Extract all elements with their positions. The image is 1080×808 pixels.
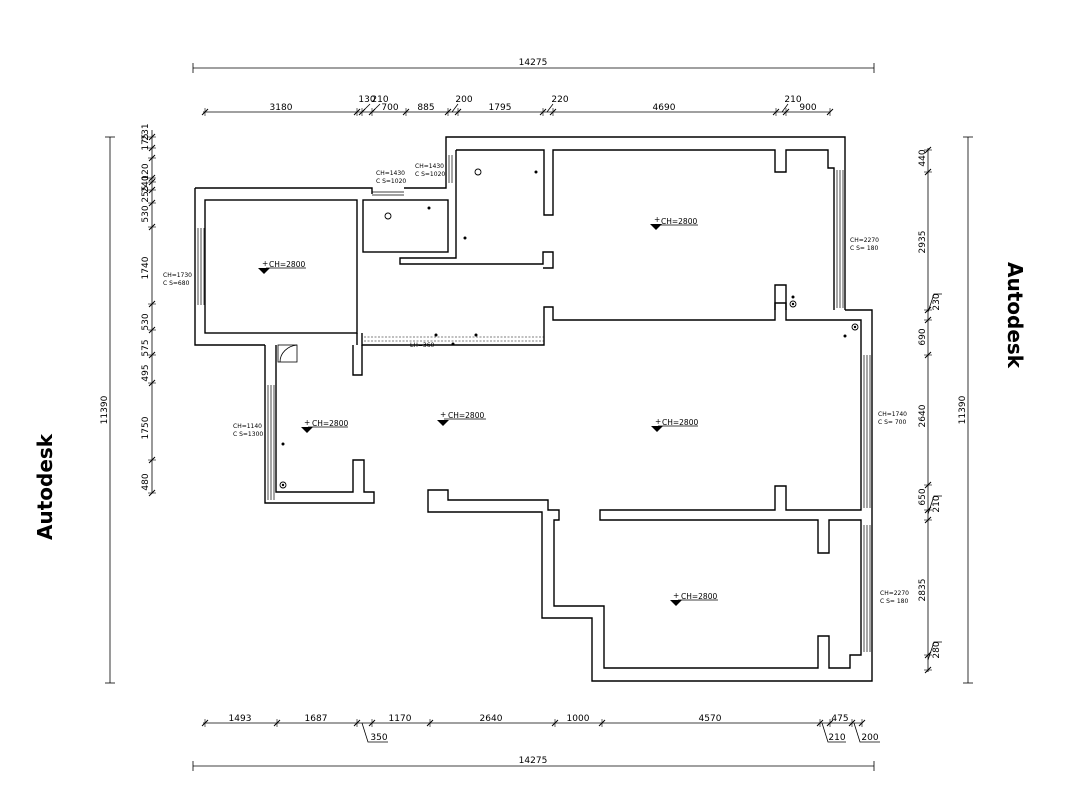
dim-right-230: 230 bbox=[932, 293, 942, 310]
dim-bottom-475: 475 bbox=[831, 714, 848, 724]
svg-text:+: + bbox=[655, 417, 661, 426]
win-label-top-a-ch: CH=1430 bbox=[376, 170, 405, 177]
dim-bottom-1493: 1493 bbox=[229, 714, 252, 724]
dim-left-530: 530 bbox=[141, 205, 151, 222]
dim-overall-left: 11390 bbox=[100, 136, 115, 684]
dim-top-4690: 4690 bbox=[653, 103, 676, 113]
dim-bottom-chain: 1493 1687 350 1170 2640 1000 4570 210 47… bbox=[201, 714, 880, 743]
dim-top-1795: 1795 bbox=[489, 103, 512, 113]
dim-top-3180: 3180 bbox=[270, 103, 293, 113]
windows bbox=[197, 155, 871, 652]
watermark-right: Autodesk bbox=[1003, 262, 1027, 369]
dim-top-130: 130 bbox=[358, 95, 375, 105]
dim-top-chain: 3180 130 210 700 885 200 1795 220 4690 2… bbox=[201, 95, 834, 116]
dim-bottom-1000: 1000 bbox=[567, 714, 590, 724]
win-label-top-b-ch: CH=1430 bbox=[415, 163, 444, 170]
svg-text:CH=2800: CH=2800 bbox=[661, 217, 697, 226]
svg-text:+: + bbox=[440, 410, 446, 419]
dim-right-2640: 2640 bbox=[918, 404, 928, 427]
win-label-right-top-ch: CH=2270 bbox=[850, 237, 879, 244]
dim-right-690: 690 bbox=[918, 328, 928, 345]
win-label-left-bot-cs: C S=1300 bbox=[233, 431, 263, 438]
dim-top-210b: 210 bbox=[784, 95, 801, 105]
svg-text:CH=2800: CH=2800 bbox=[312, 419, 348, 428]
beam: LH=360 bbox=[364, 336, 544, 349]
dim-left-255: 255 bbox=[141, 185, 151, 202]
dim-overall-right: 11390 bbox=[958, 136, 973, 684]
dim-right-2935: 2935 bbox=[918, 231, 928, 254]
win-label-left-bot-ch: CH=1140 bbox=[233, 423, 262, 430]
dim-overall-top: 14275 bbox=[192, 58, 875, 73]
svg-text:CH=2800: CH=2800 bbox=[269, 260, 305, 269]
dim-left-495: 495 bbox=[141, 364, 151, 381]
dim-overall-bottom: 14275 bbox=[192, 756, 875, 771]
room-label-kitchen: + CH=2800 bbox=[650, 215, 698, 230]
dim-bottom-1687: 1687 bbox=[305, 714, 328, 724]
svg-text:CH=2800: CH=2800 bbox=[448, 411, 484, 420]
dim-bottom-350: 350 bbox=[370, 733, 387, 743]
dim-left-175: 175 bbox=[141, 133, 151, 150]
dim-overall-top-text: 14275 bbox=[519, 58, 548, 68]
room-label-living: + CH=2800 bbox=[437, 410, 486, 426]
dim-top-900: 900 bbox=[799, 103, 816, 113]
dim-left-1750: 1750 bbox=[141, 416, 151, 439]
beam-label: LH=360 bbox=[410, 342, 435, 349]
win-label-right-bot-cs: C S= 180 bbox=[880, 598, 908, 605]
dim-right-chain: 440 2935 230 690 2640 650 210 2835 280 bbox=[918, 146, 942, 674]
dim-right-440: 440 bbox=[918, 149, 928, 166]
dim-right-2835: 2835 bbox=[918, 579, 928, 602]
svg-text:+: + bbox=[654, 215, 660, 224]
dim-overall-left-text: 11390 bbox=[100, 395, 110, 424]
dim-bottom-200: 200 bbox=[861, 733, 878, 743]
dim-left-575: 575 bbox=[141, 339, 151, 356]
win-label-top-a-cs: C S=1020 bbox=[376, 178, 406, 185]
room-label-bedroom-left: + CH=2800 bbox=[258, 259, 306, 274]
dim-top-700: 700 bbox=[381, 103, 398, 113]
dim-top-210: 210 bbox=[371, 95, 388, 105]
win-label-left-top-cs: C S=680 bbox=[163, 280, 190, 287]
dim-overall-bottom-text: 14275 bbox=[519, 756, 548, 766]
win-label-left-top-ch: CH=1730 bbox=[163, 272, 192, 279]
win-label-top-b-cs: C S=1020 bbox=[415, 171, 445, 178]
dim-top-200: 200 bbox=[455, 95, 472, 105]
dim-left-530b: 530 bbox=[141, 313, 151, 330]
dim-left-120: 120 bbox=[141, 163, 151, 180]
dim-bottom-1170: 1170 bbox=[389, 714, 412, 724]
svg-text:+: + bbox=[673, 591, 679, 600]
room-labels: + CH=2800 + CH=2800 + CH=2800 + CH=2800 … bbox=[258, 215, 718, 606]
dim-bottom-2640: 2640 bbox=[480, 714, 503, 724]
svg-text:+: + bbox=[304, 418, 310, 427]
room-label-small-room: + CH=2800 bbox=[301, 418, 348, 433]
win-label-right-mid-ch: CH=1740 bbox=[878, 411, 907, 418]
win-label-right-top-cs: C S= 180 bbox=[850, 245, 878, 252]
dim-right-210: 210 bbox=[932, 495, 942, 512]
watermark-left: Autodesk bbox=[33, 433, 57, 540]
room-label-bottom-right: + CH=2800 bbox=[670, 591, 718, 606]
dim-right-280: 280 bbox=[932, 641, 942, 658]
dim-top-885: 885 bbox=[417, 103, 434, 113]
svg-text:+: + bbox=[262, 259, 268, 268]
dim-left-240: 240 bbox=[141, 175, 151, 192]
room-label-right-middle: + CH=2800 bbox=[651, 417, 698, 432]
dim-bottom-210: 210 bbox=[828, 733, 845, 743]
svg-text:CH=2800: CH=2800 bbox=[681, 592, 717, 601]
walls bbox=[194, 136, 873, 682]
dim-top-220: 220 bbox=[551, 95, 568, 105]
dim-left-chain: 175 231 240 120 255 530 1740 530 575 495… bbox=[141, 123, 156, 497]
win-label-right-bot-ch: CH=2270 bbox=[880, 590, 909, 597]
window-labels: CH=1730 C S=680 CH=1430 C S=1020 CH=1430… bbox=[163, 163, 909, 605]
dim-bottom-4570: 4570 bbox=[699, 714, 722, 724]
fixtures bbox=[279, 168, 859, 489]
dim-left-231: 231 bbox=[141, 123, 151, 140]
win-label-right-mid-cs: C S= 700 bbox=[878, 419, 906, 426]
svg-text:CH=2800: CH=2800 bbox=[662, 418, 698, 427]
dim-left-480: 480 bbox=[141, 473, 151, 490]
dim-left-1740: 1740 bbox=[141, 256, 151, 279]
dim-overall-right-text: 11390 bbox=[958, 395, 968, 424]
dim-right-650: 650 bbox=[918, 488, 928, 505]
